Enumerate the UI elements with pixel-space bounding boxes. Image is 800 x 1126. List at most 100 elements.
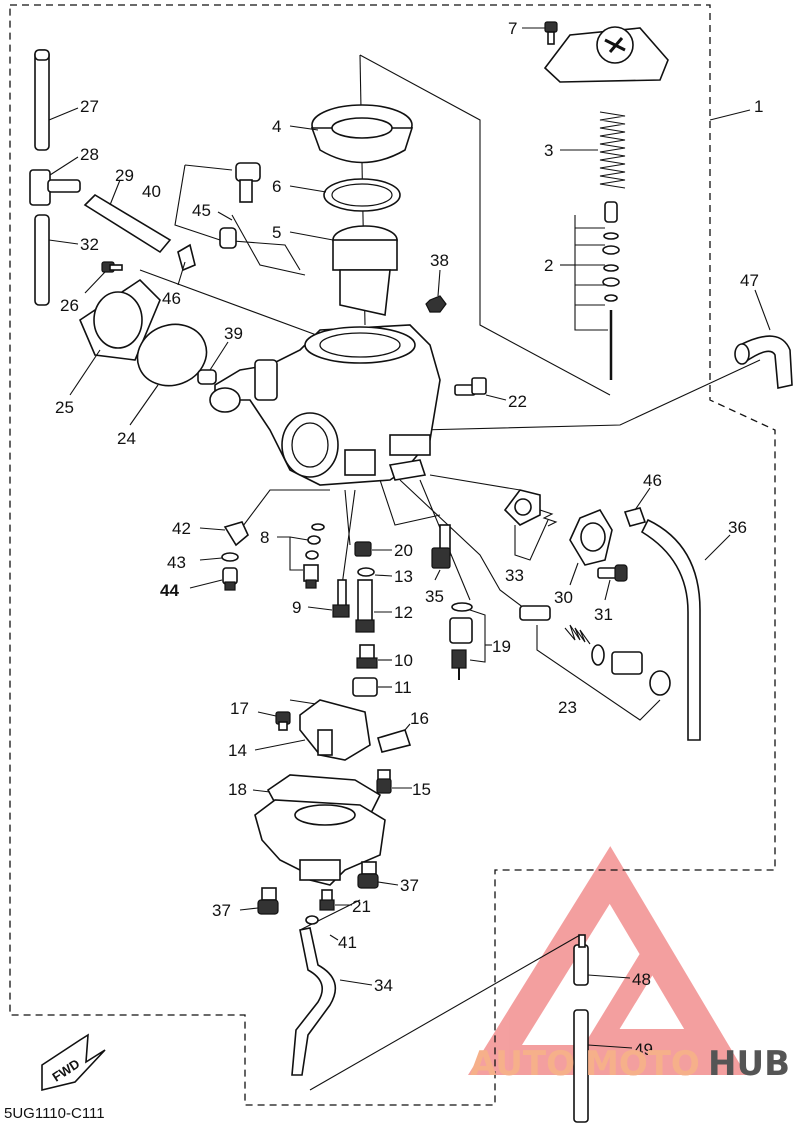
hose-36 <box>640 518 701 741</box>
label-2: 2 <box>544 256 553 275</box>
label-9: 9 <box>292 598 301 617</box>
plate-25 <box>79 278 161 361</box>
group-leader-lines <box>139 54 761 1091</box>
screw-21 <box>319 889 335 911</box>
label-11: 11 <box>394 678 412 697</box>
label-38: 38 <box>430 251 449 270</box>
label-39: 39 <box>224 324 243 343</box>
label-48: 48 <box>632 970 651 989</box>
set-8 <box>303 523 325 589</box>
label-43: 43 <box>167 553 186 572</box>
pilot-screw-40 <box>235 162 261 203</box>
label-3: 3 <box>544 141 553 160</box>
label-18: 18 <box>228 780 247 799</box>
watermark-text: AUTO MOTO HUB <box>470 1044 790 1084</box>
screw-22 <box>454 377 487 396</box>
screw-37-right <box>357 861 379 889</box>
label-42: 42 <box>172 519 191 538</box>
label-19: 19 <box>492 637 511 656</box>
watermark-hub: HUB <box>708 1044 790 1084</box>
screw-7 <box>544 21 558 45</box>
gasket-33 <box>503 489 541 526</box>
hose-29 <box>83 193 172 254</box>
label-45: 45 <box>192 201 211 220</box>
watermark-logo-icon <box>468 846 747 1075</box>
label-25: 25 <box>55 398 74 417</box>
label-12: 12 <box>394 603 413 622</box>
label-44: 44 <box>160 581 179 600</box>
label-32: 32 <box>80 235 99 254</box>
label-21: 21 <box>352 897 371 916</box>
needle-assembly-2 <box>602 201 620 380</box>
label-23: 23 <box>558 698 577 717</box>
label-13: 13 <box>394 567 413 586</box>
plunger-group-23 <box>519 605 671 696</box>
label-16: 16 <box>410 709 429 728</box>
hose-49 <box>573 1009 589 1123</box>
screw-17 <box>275 711 291 731</box>
label-4: 4 <box>272 117 281 136</box>
fwd-arrow-icon: FWD <box>41 1033 106 1092</box>
label-37-right: 37 <box>400 876 419 895</box>
label-34: 34 <box>374 976 393 995</box>
screw-35 <box>431 524 451 569</box>
part-42 <box>223 521 249 547</box>
plug-39 <box>197 369 217 385</box>
clip-41 <box>305 915 319 925</box>
jet-holder-20 <box>354 541 372 557</box>
o-ring-13 <box>357 567 375 577</box>
jet-9 <box>332 579 350 618</box>
carburetor-body <box>209 324 441 486</box>
label-35: 35 <box>425 587 444 606</box>
label-5: 5 <box>272 223 281 242</box>
gasket-24 <box>136 323 208 387</box>
label-30: 30 <box>554 588 573 607</box>
pin-16 <box>377 729 412 753</box>
label-10: 10 <box>394 651 413 670</box>
watermark-auto: AUTO <box>470 1044 575 1084</box>
hose-48 <box>573 934 589 986</box>
vent-hose-32 <box>34 214 50 306</box>
label-41: 41 <box>338 933 357 952</box>
clip-46-left <box>177 243 196 272</box>
label-29: 29 <box>115 166 134 185</box>
label-36: 36 <box>728 518 747 537</box>
assembly-boundary <box>9 4 776 1106</box>
label-8: 8 <box>260 528 269 547</box>
part-labels: 1 2 3 4 5 6 7 8 9 10 11 12 <box>48 19 771 1059</box>
label-26: 26 <box>60 296 79 315</box>
main-jet-10 <box>356 644 378 669</box>
cover-4 <box>310 104 414 164</box>
label-1: 1 <box>754 97 763 116</box>
vent-hose-27 <box>34 49 50 151</box>
label-33: 33 <box>505 566 524 585</box>
label-15: 15 <box>412 780 431 799</box>
label-6: 6 <box>272 177 281 196</box>
spring-3 <box>599 111 626 189</box>
needle-valve-19 <box>449 602 473 680</box>
needle-jet-12 <box>355 579 375 633</box>
washer-11 <box>352 677 378 697</box>
label-24: 24 <box>117 429 136 448</box>
label-17: 17 <box>230 699 249 718</box>
part-44 <box>222 567 238 591</box>
cover-30 <box>569 509 613 566</box>
label-14: 14 <box>228 741 247 760</box>
diagram-code: 5UG1110-C111 <box>4 1105 105 1122</box>
label-22: 22 <box>508 392 527 411</box>
screw-15 <box>376 769 392 794</box>
float-bowl <box>254 799 386 886</box>
watermark-moto: MOTO <box>585 1044 700 1084</box>
top-cover-1 <box>543 26 669 83</box>
label-7: 7 <box>508 19 517 38</box>
label-47: 47 <box>740 271 759 290</box>
label-28: 28 <box>80 145 99 164</box>
screw-31 <box>597 564 628 582</box>
clip-46-right <box>623 507 647 527</box>
label-49: 49 <box>634 1040 653 1059</box>
spring-45 <box>219 227 237 249</box>
float-14 <box>299 699 371 761</box>
label-31: 31 <box>594 605 613 624</box>
spring-33 <box>539 509 558 527</box>
